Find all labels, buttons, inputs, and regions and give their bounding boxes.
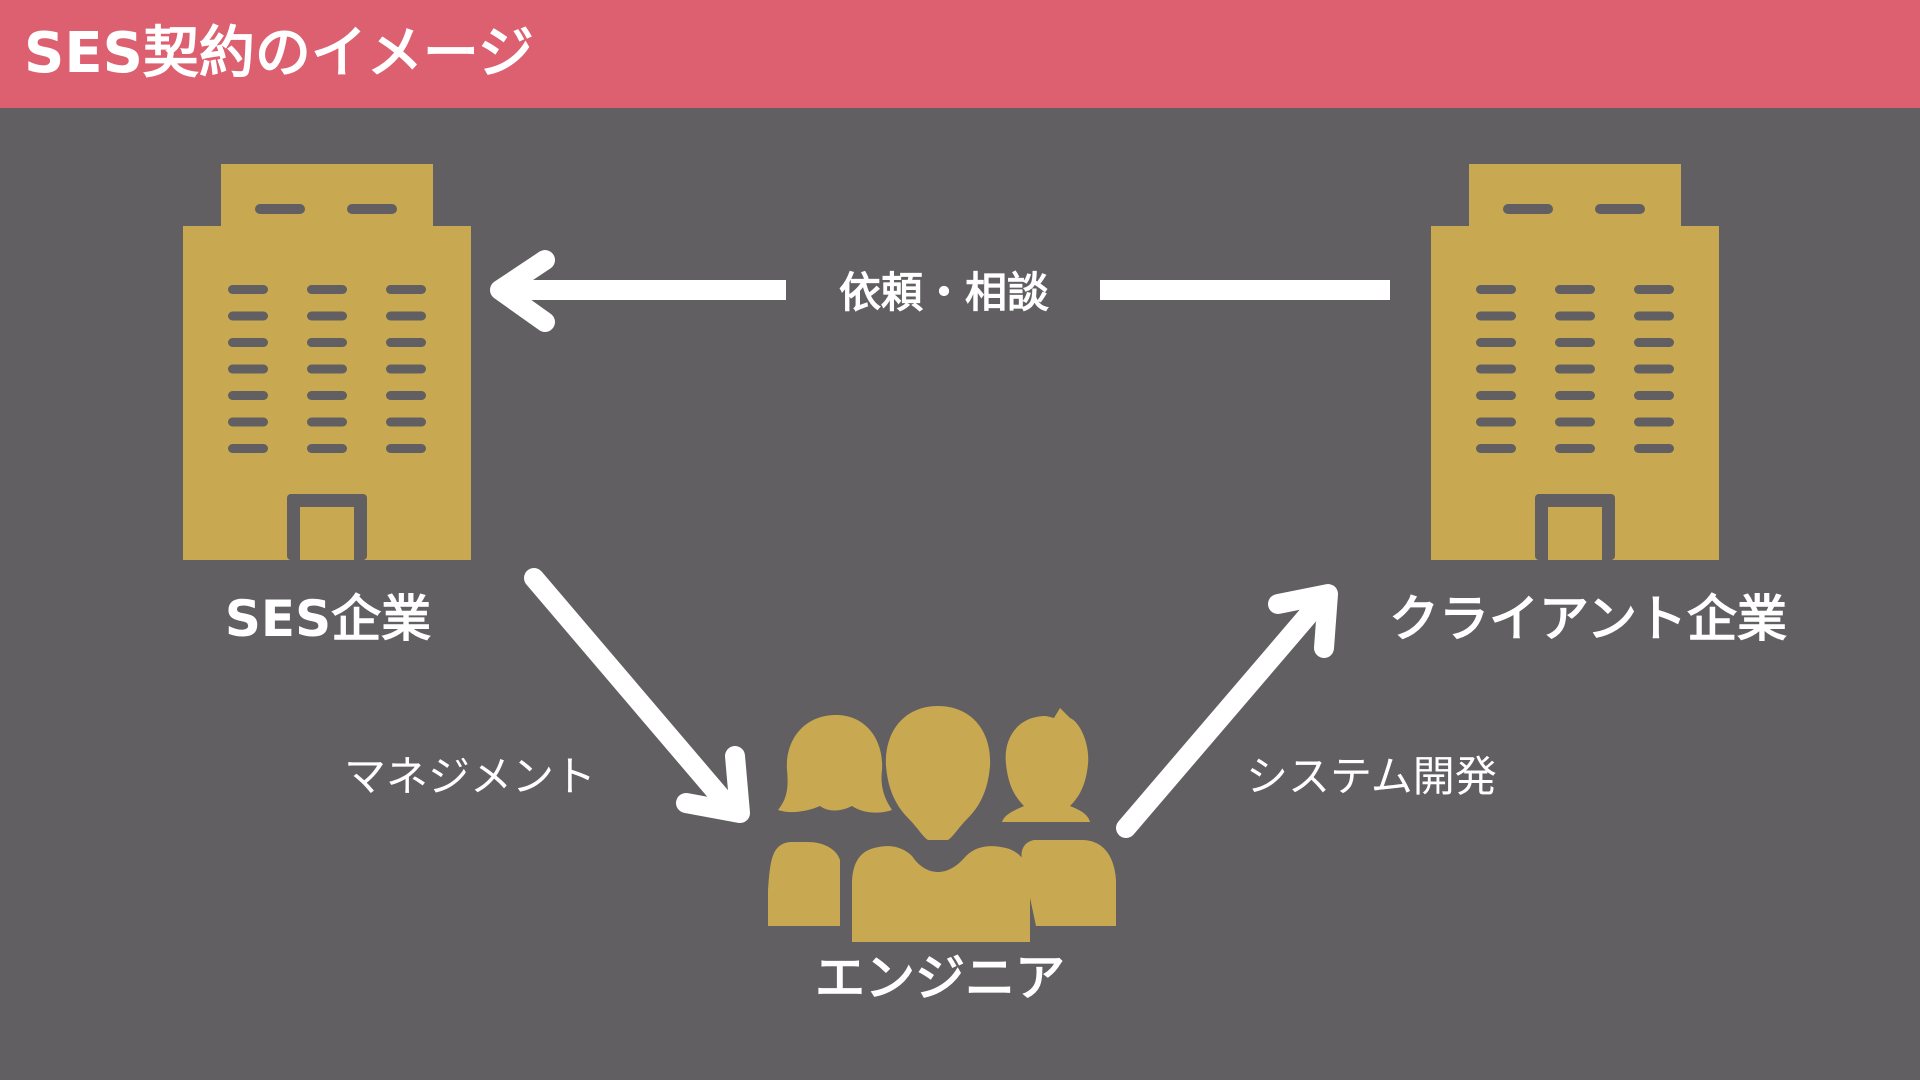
request-arrow [490, 250, 1390, 332]
development-label: システム開発 [1246, 752, 1497, 801]
ses-company-label: SES企業 [224, 590, 432, 648]
people-group-icon [768, 706, 1116, 942]
client-building-icon [1431, 164, 1719, 560]
management-label: マネジメント [344, 752, 597, 801]
management-arrow [524, 568, 750, 823]
ses-building-icon [183, 164, 471, 560]
development-arrow [1116, 584, 1338, 838]
title-bar: SES契約のイメージ [0, 0, 1920, 108]
engineer-label: エンジニア [815, 949, 1065, 1007]
request-label: 依頼・相談 [838, 268, 1050, 317]
page-title: SES契約のイメージ [24, 21, 534, 86]
client-company-label: クライアント企業 [1389, 590, 1787, 648]
